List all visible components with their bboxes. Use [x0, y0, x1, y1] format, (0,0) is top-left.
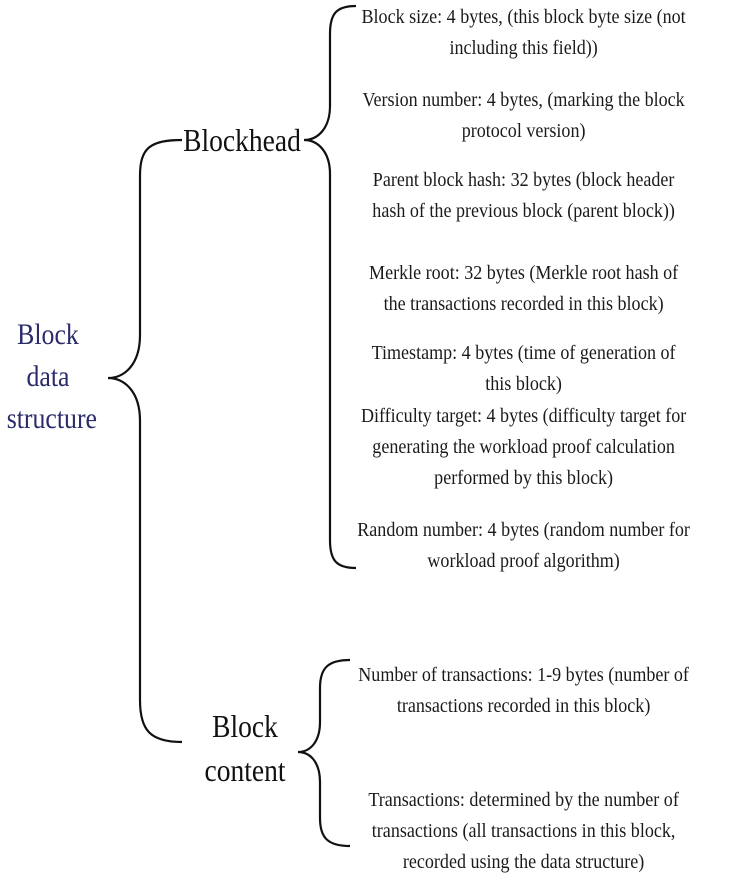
field-timestamp: Timestamp: 4 bytes (time of generation o…: [352, 338, 695, 400]
root-label-line: structure: [6, 402, 97, 435]
field-text-line: Merkle root: 32 bytes (Merkle root hash …: [369, 262, 679, 284]
field-random-number: Random number: 4 bytes (random number fo…: [352, 515, 695, 577]
field-text-line: including this field)): [449, 37, 598, 59]
field-text-line: Random number: 4 bytes (random number fo…: [357, 519, 690, 541]
field-text-line: generating the workload proof calculatio…: [372, 436, 675, 458]
field-difficulty-target: Difficulty target: 4 bytes (difficulty t…: [352, 401, 695, 494]
block-content-label: Block content: [198, 704, 293, 792]
field-version-number: Version number: 4 bytes, (marking the bl…: [352, 85, 695, 147]
field-text-line: Number of transactions: 1-9 bytes (numbe…: [358, 664, 689, 686]
field-text-line: Parent block hash: 32 bytes (block heade…: [372, 169, 675, 191]
blockhead-brace: [303, 4, 357, 570]
field-text-line: Version number: 4 bytes, (marking the bl…: [362, 89, 685, 111]
field-text-line: recorded using the data structure): [402, 851, 645, 873]
field-text-line: Timestamp: 4 bytes (time of generation o…: [371, 342, 676, 364]
field-text-line: workload proof algorithm): [427, 550, 620, 572]
field-text-line: Block size: 4 bytes, (this block byte si…: [361, 6, 686, 28]
field-text-line: the transactions recorded in this block): [383, 293, 664, 315]
field-text-line: Difficulty target: 4 bytes (difficulty t…: [360, 405, 687, 427]
root-label-line: Block: [17, 318, 79, 351]
blockhead-label: Blockhead: [180, 118, 304, 162]
field-text-line: hash of the previous block (parent block…: [372, 200, 675, 222]
field-text-line: this block): [485, 373, 562, 395]
root-node-label: Block data structure: [6, 314, 97, 440]
field-text-line: transactions recorded in this block): [396, 695, 651, 717]
blockhead-label-line: Blockhead: [183, 122, 301, 158]
field-number-of-transactions: Number of transactions: 1-9 bytes (numbe…: [352, 660, 695, 722]
field-parent-block-hash: Parent block hash: 32 bytes (block heade…: [352, 165, 695, 227]
root-label-line: data: [26, 360, 70, 393]
block-content-label-line: Block: [212, 708, 278, 744]
block-content-label-line: content: [204, 752, 286, 788]
block-content-brace: [297, 658, 351, 848]
field-merkle-root: Merkle root: 32 bytes (Merkle root hash …: [352, 258, 695, 320]
field-text-line: transactions (all transactions in this b…: [371, 820, 676, 842]
field-block-size: Block size: 4 bytes, (this block byte si…: [352, 2, 695, 64]
field-transactions: Transactions: determined by the number o…: [352, 785, 695, 878]
field-text-line: protocol version): [461, 120, 586, 142]
root-brace: [107, 138, 183, 744]
field-text-line: performed by this block): [434, 467, 614, 489]
field-text-line: Transactions: determined by the number o…: [368, 789, 679, 811]
